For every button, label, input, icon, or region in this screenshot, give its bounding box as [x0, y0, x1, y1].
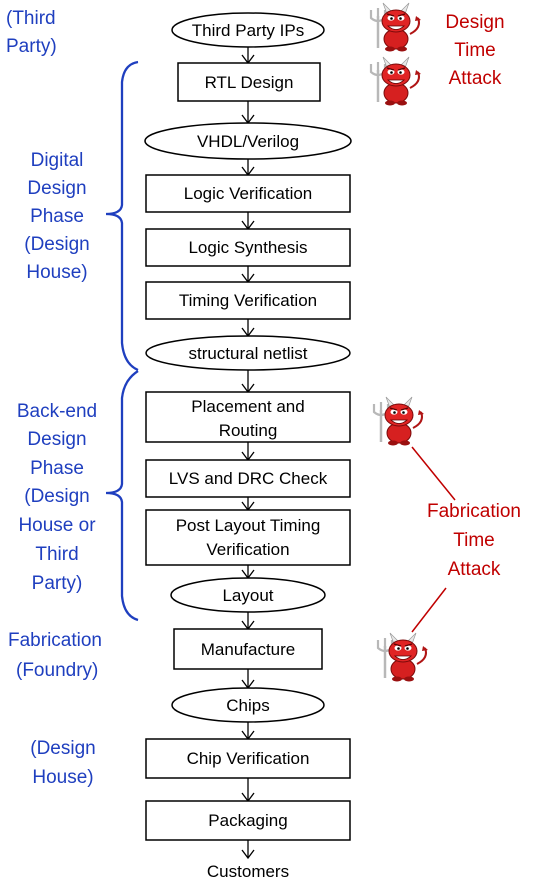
phase-label-line: (Foundry): [16, 660, 98, 681]
attack-label-line: Time: [454, 40, 496, 61]
flow-arrow-head: [241, 849, 255, 860]
node-manufacture: Manufacture: [173, 628, 323, 670]
node-logic-synthesis: Logic Synthesis: [145, 228, 351, 267]
node-lvs-drc-check: LVS and DRC Check: [145, 459, 351, 498]
digital-design-brace: [105, 60, 139, 372]
node-label: Chips: [226, 696, 269, 715]
attack-fabrication-time: Fabrication Time Attack: [427, 501, 521, 580]
back-end-design-brace: [105, 370, 139, 622]
node-customers: Customers: [207, 862, 289, 881]
phase-label-line: Phase: [30, 458, 84, 479]
phase-label-line: House or: [18, 515, 96, 536]
phase-label-line: Design: [27, 429, 86, 450]
phase-digital-design: Digital Design Phase (Design House): [24, 150, 89, 283]
attack-label-line: Time: [453, 530, 495, 551]
phase-label-line: Party): [32, 573, 83, 594]
phase-label-line: Third: [35, 544, 78, 565]
node-label: LVS and DRC Check: [169, 469, 328, 488]
attack-label-line: Attack: [448, 559, 501, 580]
attack-connector-line: [411, 446, 456, 501]
phase-third-party: (Third Party): [6, 8, 57, 57]
node-label: Packaging: [208, 811, 287, 830]
phase-label-line: Digital: [31, 150, 84, 171]
node-chip-verification: Chip Verification: [145, 738, 351, 779]
node-chips: Chips: [171, 687, 325, 723]
attack-label-line: Fabrication: [427, 501, 521, 522]
node-label: Third Party IPs: [192, 21, 304, 40]
node-label: RTL Design: [205, 73, 294, 92]
node-label-line-1: Placement and: [191, 397, 304, 416]
phase-fabrication: Fabrication (Foundry): [8, 630, 102, 681]
node-vhdl-verilog: VHDL/Verilog: [144, 122, 352, 160]
node-label-line-1: Post Layout Timing: [176, 516, 321, 535]
phase-design-house: (Design House): [30, 738, 95, 788]
attack-connector-line: [411, 587, 447, 633]
phase-label-line: House): [26, 262, 87, 283]
node-label: VHDL/Verilog: [197, 132, 299, 151]
devil-icon: [369, 1, 423, 53]
node-placement-routing: Placement and Routing: [145, 391, 351, 443]
node-label: Layout: [222, 586, 273, 605]
flow-connectors: [241, 47, 255, 860]
phase-label-line: Fabrication: [8, 630, 102, 651]
phase-back-end-design: Back-end Design Phase (Design House or T…: [17, 401, 97, 594]
node-label: Manufacture: [201, 640, 296, 659]
node-structural-netlist: structural netlist: [145, 335, 351, 371]
node-label: Logic Verification: [184, 184, 313, 203]
attack-label-line: Attack: [449, 68, 502, 89]
devil-icon: [376, 631, 430, 683]
flow-nodes: Third Party IPs RTL Design VHDL/Verilog …: [144, 12, 352, 881]
node-label: Chip Verification: [187, 749, 310, 768]
phase-label-line: (Third: [6, 8, 56, 29]
phase-label-line: (Design: [24, 486, 89, 507]
phase-label-line: Design: [27, 178, 86, 199]
node-label: Logic Synthesis: [188, 238, 307, 257]
node-rtl-design: RTL Design: [177, 62, 321, 102]
phase-label-line: House): [32, 767, 93, 788]
node-label-line-2: Routing: [219, 421, 278, 440]
devil-icon: [372, 395, 426, 447]
phase-label-line: Phase: [30, 206, 84, 227]
phase-label-line: (Design: [30, 738, 95, 759]
node-label-line-2: Verification: [206, 540, 289, 559]
node-label: structural netlist: [188, 344, 307, 363]
node-post-layout-timing: Post Layout Timing Verification: [145, 509, 351, 566]
node-label: Timing Verification: [179, 291, 317, 310]
node-layout: Layout: [170, 577, 326, 613]
devil-icon: [369, 55, 423, 107]
phase-label-line: Party): [6, 36, 57, 57]
node-label: Customers: [207, 862, 289, 881]
node-logic-verification: Logic Verification: [145, 174, 351, 213]
node-timing-verification: Timing Verification: [145, 281, 351, 320]
attack-label-line: Design: [445, 12, 504, 33]
phase-label-line: Back-end: [17, 401, 97, 422]
node-third-party-ips: Third Party IPs: [171, 12, 325, 48]
attack-design-time: Design Time Attack: [445, 12, 504, 89]
phase-label-line: (Design: [24, 234, 89, 255]
node-packaging: Packaging: [145, 800, 351, 841]
